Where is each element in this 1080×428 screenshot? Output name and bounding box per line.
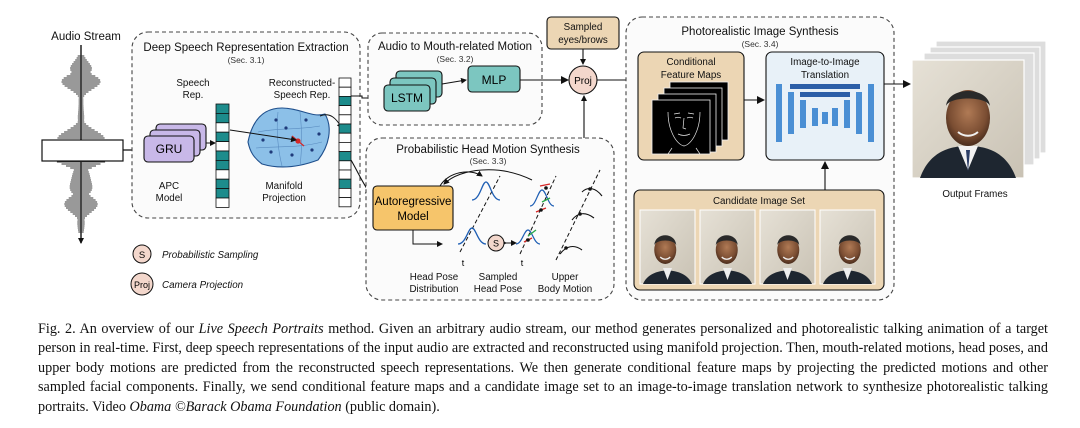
audio-mouth-module: Audio to Mouth-related Motion (Sec. 3.2)… (367, 32, 543, 126)
cond-label-2: Feature Maps (661, 70, 722, 81)
proj-label: Proj (574, 76, 592, 87)
speech-rep-column (215, 103, 230, 208)
caption-fig-label: Fig. 2. (38, 321, 76, 337)
upper-body-motion (555, 169, 603, 261)
figure-caption: Fig. 2. An overview of our Live Speech P… (38, 320, 1048, 417)
head-motion-sec: (Sec. 3.3) (470, 156, 507, 166)
legend-proj-label: Camera Projection (162, 280, 243, 291)
audio-mouth-sec: (Sec. 3.2) (437, 54, 474, 64)
unet-diagram (776, 84, 874, 142)
speech-rep-label-2: Rep. (183, 90, 204, 101)
image-to-image-translation (765, 51, 885, 161)
feature-map-sketch (651, 99, 711, 155)
caption-part-2: method. Given an arbitrary audio stream,… (38, 321, 1048, 415)
recon-label-2: Speech Rep. (274, 90, 331, 101)
upper-body-label-2: Body Motion (538, 284, 592, 295)
deep-speech-title: Deep Speech Representation Extraction (143, 42, 348, 54)
ar-label-2: Model (397, 211, 428, 223)
caption-part-3: ©Barack Obama Foundation (171, 398, 342, 415)
speech-rep-label-1: Speech (176, 78, 209, 89)
mlp-label: MLP (482, 73, 507, 87)
legend-s-label: Probabilistic Sampling (162, 250, 259, 261)
output-frames (911, 40, 1047, 179)
audio-mouth-title: Audio to Mouth-related Motion (378, 41, 532, 53)
legend-s-node (132, 244, 152, 264)
legend-proj-node (130, 272, 154, 296)
cond-label-1: Conditional (666, 57, 715, 68)
output-frames-label: Output Frames (942, 189, 1007, 200)
sampled-pose-label-2: Head Pose (474, 284, 523, 295)
sampled-eyes-label-2: eyes/brows (558, 35, 608, 46)
deep-speech-module: Deep Speech Representation Extraction (S… (131, 31, 361, 219)
autoregressive-model (372, 185, 454, 231)
candidate-images (639, 209, 876, 285)
t-label-2: t (521, 258, 524, 268)
t-label-1: t (462, 258, 465, 268)
sampled-pose-label-1: Sampled (479, 272, 518, 283)
gru-label: GRU (156, 142, 183, 156)
ar-label-1: Autoregressive (375, 196, 452, 208)
lstm-label: LSTM (391, 91, 423, 105)
candidate-label: Candidate Image Set (713, 196, 805, 207)
i2i-label-2: Translation (801, 70, 849, 81)
synthesis-sec: (Sec. 3.4) (742, 39, 779, 49)
manifold-label-1: Manifold (265, 181, 302, 192)
caption-video-name: Obama (129, 398, 172, 415)
output-portrait (911, 59, 1025, 179)
reconstructed-rep-column (338, 77, 352, 208)
caption-part-1: An overview of our (75, 321, 199, 337)
sampled-eyes-label-1: Sampled (564, 22, 603, 33)
sampling-node-label: S (493, 239, 499, 249)
apc-label-2: Model (156, 193, 183, 204)
apc-label-1: APC (159, 181, 179, 192)
recon-label-1: Reconstructed- (269, 78, 335, 89)
head-pose-distribution: t (457, 175, 501, 268)
manifold-projection (247, 107, 330, 168)
upper-body-label-1: Upper (552, 272, 579, 283)
audio-stream-label: Audio Stream (51, 31, 121, 43)
caption-part-4: (public domain). (341, 398, 440, 415)
gru-block: GRU (143, 123, 207, 163)
dist-label-2: Distribution (409, 284, 458, 295)
caption-method-name: Live Speech Portraits (198, 321, 324, 337)
audio-window (41, 139, 124, 162)
legend-proj-symbol: Proj (134, 280, 150, 290)
deep-speech-sec: (Sec. 3.1) (228, 55, 265, 65)
head-motion-title: Probabilistic Head Motion Synthesis (396, 144, 580, 156)
legend-s-symbol: S (139, 250, 145, 261)
synthesis-module: Photorealistic Image Synthesis (Sec. 3.4… (625, 16, 895, 301)
sampled-head-pose: t (515, 175, 557, 268)
i2i-label-1: Image-to-Image (790, 57, 860, 68)
audio-stream: Audio Stream (41, 31, 141, 244)
dist-label-1: Head Pose (410, 272, 459, 283)
overview-figure: Audio Stream Deep Speech Representation … (41, 16, 1047, 301)
head-motion-module: Probabilistic Head Motion Synthesis (Sec… (365, 137, 615, 301)
mlp-block (467, 65, 521, 93)
manifold-label-2: Projection (262, 193, 306, 204)
synthesis-title: Photorealistic Image Synthesis (681, 26, 838, 38)
legend: S Probabilistic Sampling Proj Camera Pro… (130, 244, 259, 296)
